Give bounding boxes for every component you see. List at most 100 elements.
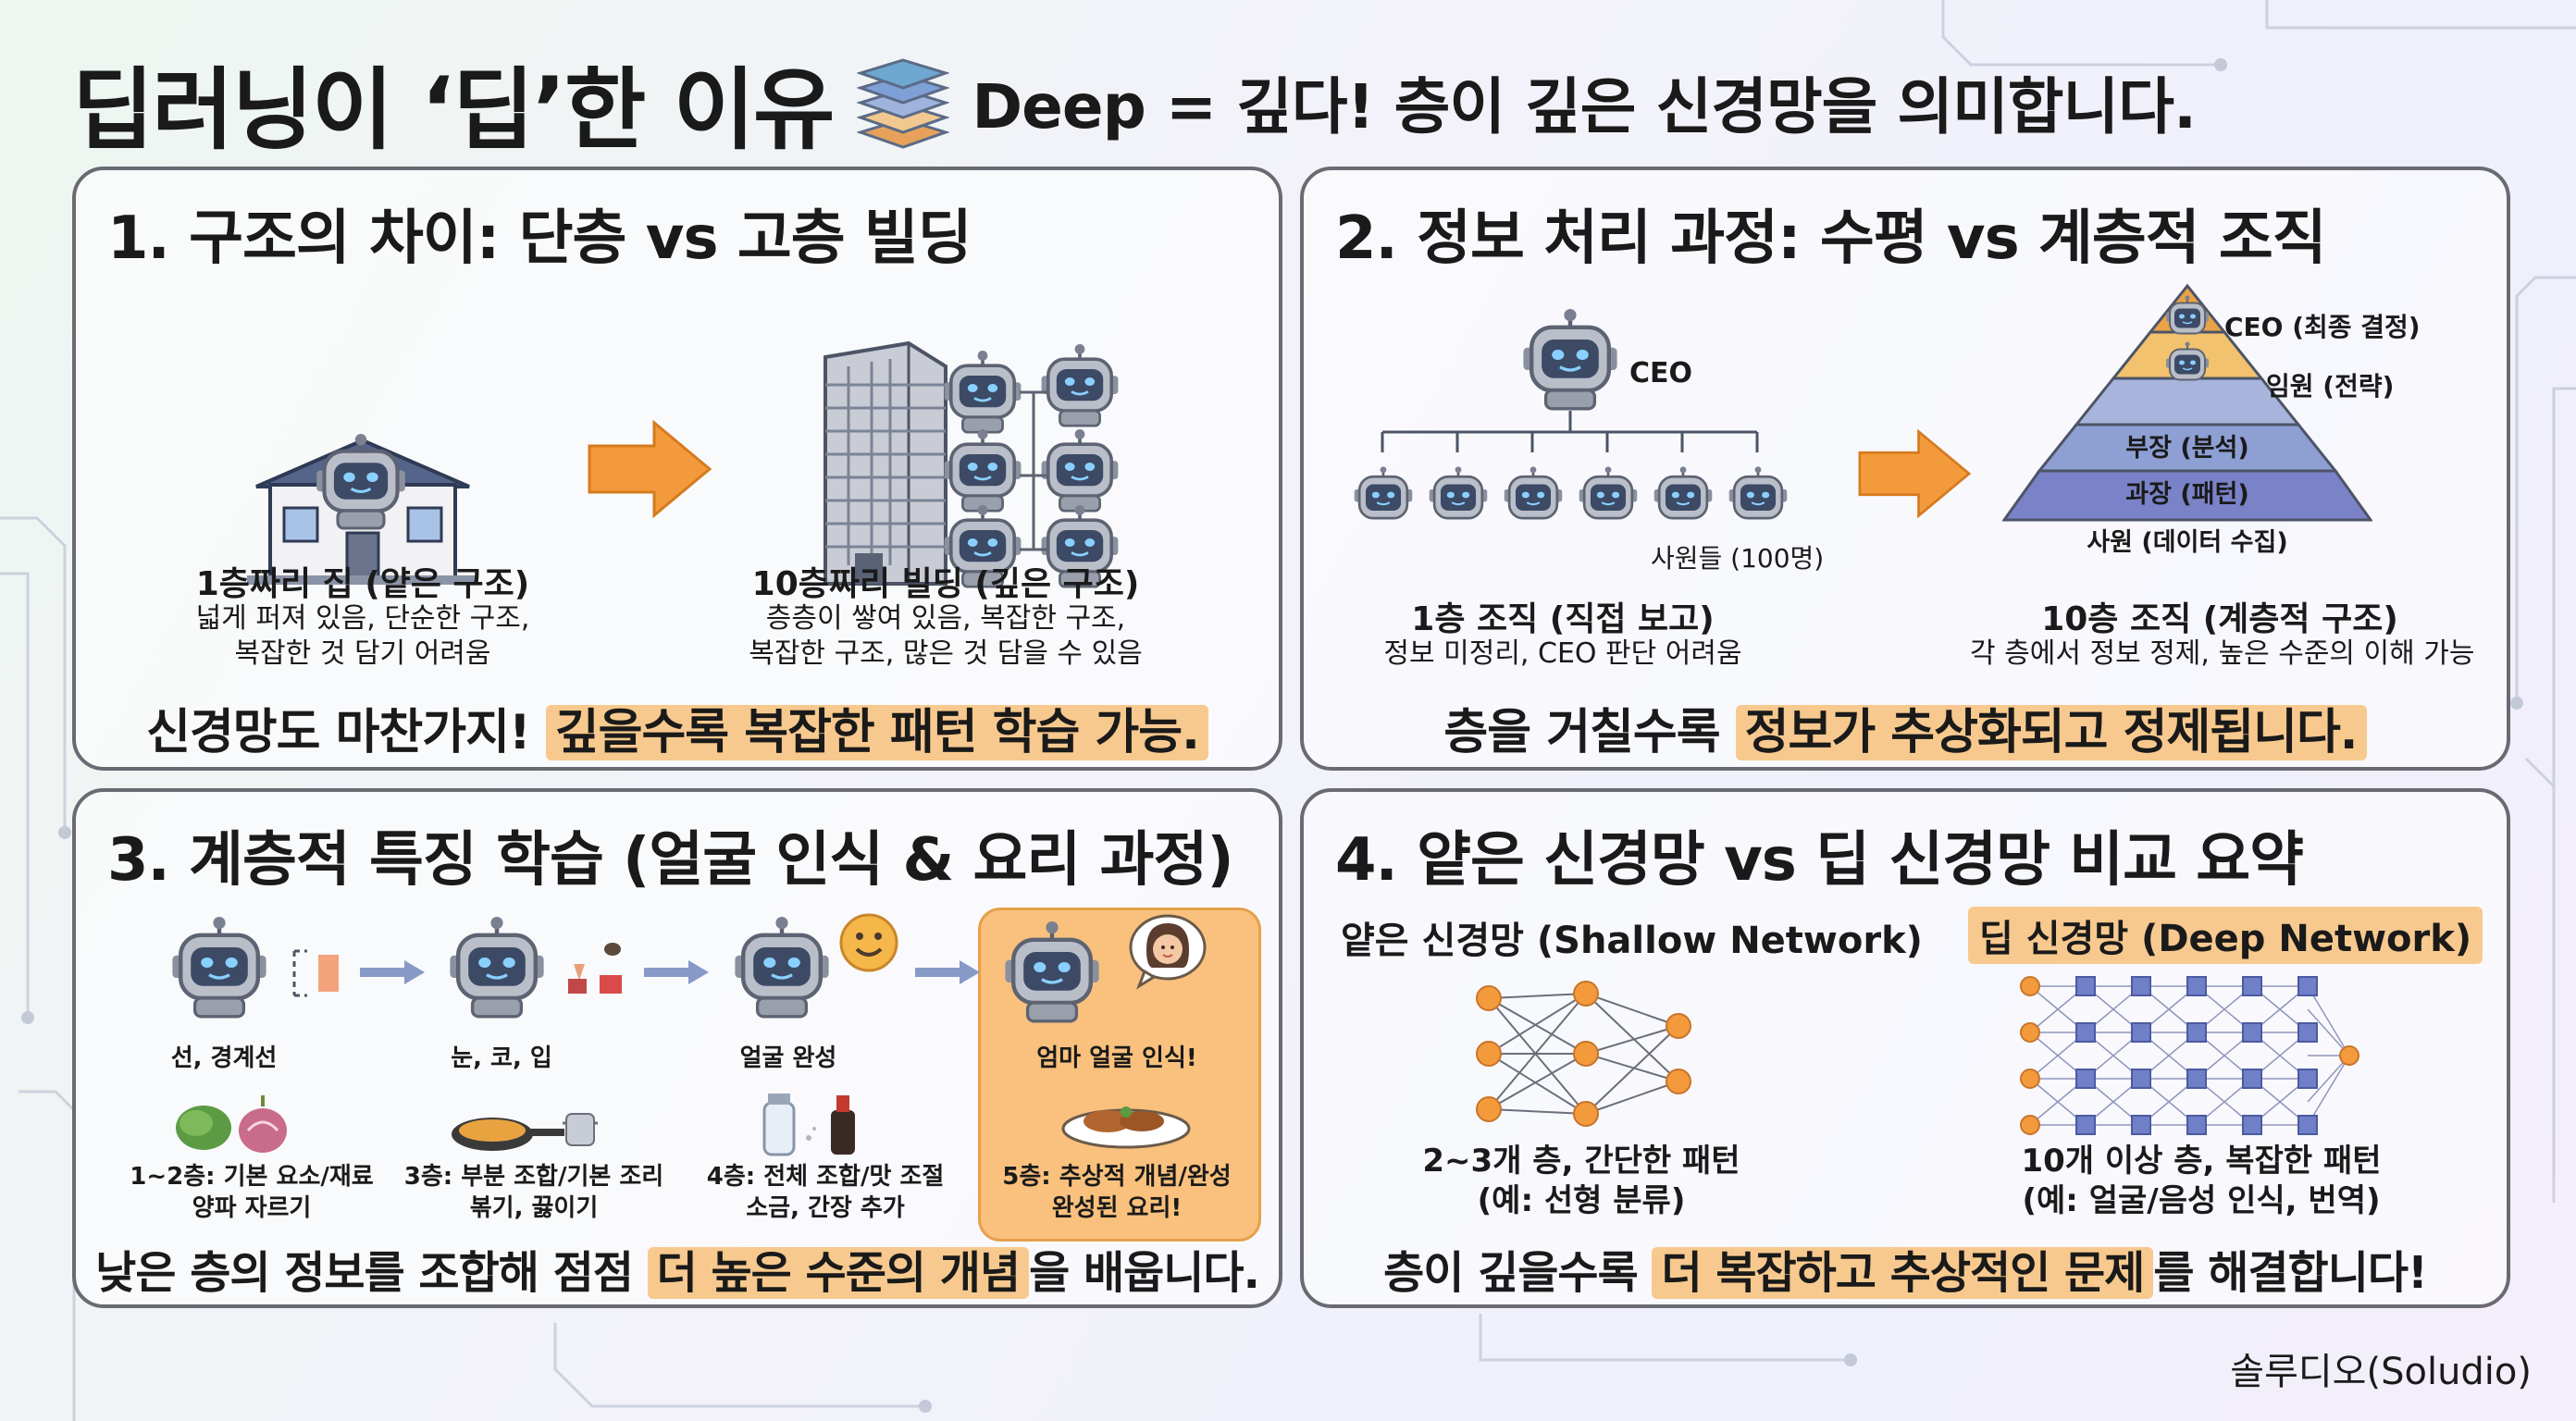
step-desc-line: 볶기, 끓이기 <box>469 1193 599 1222</box>
step-3-description: 4층: 전체 조합/맛 조절 소금, 간장 추가 <box>687 1162 964 1225</box>
robot-icon <box>1727 466 1790 524</box>
robot-icon <box>446 917 548 1019</box>
robot-icon <box>2164 341 2211 384</box>
step-2-description: 3층: 부분 조합/기본 조리 볶기, 끓이기 <box>395 1162 673 1225</box>
step-4-label: 엄마 얼굴 인식! <box>1036 1044 1197 1072</box>
deep-desc-line: (예: 얼굴/음성 인식, 번역) <box>2022 1181 2381 1219</box>
summary-text-end: 를 해결합니다! <box>2153 1247 2428 1299</box>
deep-desc-line: 10개 이상 층, 복잡한 패턴 <box>2021 1143 2382 1180</box>
robot-icon <box>1519 309 1621 411</box>
house-desc-line: 복잡한 것 담기 어려움 <box>234 636 491 670</box>
staff-label: 사원들 (100명) <box>1651 543 1825 574</box>
building-desc-line: 층층이 쌓여 있음, 복잡한 구조, <box>765 602 1126 635</box>
robot-icon <box>941 429 1024 513</box>
step-desc-line: 5층: 추상적 개념/완성 <box>1002 1163 1232 1191</box>
panel-feature-learning: 3. 계층적 특징 학습 (얼굴 인식 & 요리 과정) 선, 경계선 눈, 코… <box>72 788 1282 1308</box>
step-1-description: 1~2층: 기본 요소/재료 양파 자르기 <box>113 1162 390 1225</box>
panel-title: 3. 계층적 특징 학습 (얼굴 인식 & 요리 과정) <box>107 826 1234 895</box>
robot-icon <box>1001 921 1103 1023</box>
pyramid-level-lead: 과장 (패턴) <box>2125 480 2249 509</box>
arrow-right-icon <box>644 960 709 984</box>
vegetable-icon <box>176 1095 287 1153</box>
step-4-description: 5층: 추상적 개념/완성 완성된 요리! <box>978 1162 1256 1225</box>
face-parts-icon <box>568 943 622 994</box>
panel-title: 2. 정보 처리 과정: 수평 vs 계층적 조직 <box>1335 204 2327 273</box>
building-icon <box>824 340 947 586</box>
step-3-label: 얼굴 완성 <box>739 1044 837 1072</box>
shallow-network-header: 얕은 신경망 (Shallow Network) <box>1341 920 1923 962</box>
frying-pan-icon <box>452 1113 598 1151</box>
summary-text: 낮은 층의 정보를 조합해 점점 <box>95 1247 648 1299</box>
summary-text: 층이 깊을수록 <box>1383 1247 1653 1299</box>
connector-lines <box>1020 390 1047 551</box>
robot-icon <box>731 917 833 1019</box>
deep-network-description: 10개 이상 층, 복잡한 패턴 (예: 얼굴/음성 인식, 번역) <box>1942 1142 2460 1220</box>
edge-lines-icon <box>292 949 339 997</box>
step-2-label: 눈, 코, 입 <box>451 1044 552 1072</box>
panel-title: 1. 구조의 차이: 단층 vs 고층 빌딩 <box>107 204 972 273</box>
building-caption: 10층짜리 빌딩 (깊은 구조) <box>751 565 1140 603</box>
building-desc-line: 복잡한 구조, 많은 것 담을 수 있음 <box>749 636 1143 670</box>
pyramid-level-executive: 임원 (전략) <box>2266 371 2395 402</box>
pyramid-level-manager: 부장 (분석) <box>2125 434 2249 463</box>
shallow-desc-line: (예: 선형 분류) <box>1477 1181 1686 1219</box>
seasoning-icon <box>762 1094 855 1156</box>
pyramid-level-ceo: CEO (최종 결정) <box>2224 312 2421 342</box>
deep-network-diagram <box>2020 976 2359 1135</box>
panel-processing: 2. 정보 처리 과정: 수평 vs 계층적 조직 CEO 사원들 (100명)… <box>1300 167 2510 771</box>
house-description: 넓게 퍼져 있음, 단순한 구조, 복잡한 것 담기 어려움 <box>150 601 576 671</box>
pyramid-level-staff: 사원 (데이터 수집) <box>2087 528 2288 557</box>
summary-text: 신경망도 마찬가지! <box>146 705 546 760</box>
robot-icon <box>1038 429 1121 513</box>
house-desc-line: 넓게 퍼져 있음, 단순한 구조, <box>195 602 530 635</box>
robot-icon <box>1502 466 1565 524</box>
shallow-network-description: 2~3개 층, 간단한 패턴 (예: 선형 분류) <box>1350 1142 1813 1220</box>
pyramid-diagram <box>2002 283 2372 522</box>
page-subtitle: Deep = 깊다! 층이 깊은 신경망을 의미합니다. <box>972 71 2197 142</box>
panel-summary: 층을 거칠수록 정보가 추상화되고 정제됩니다. <box>1304 693 2507 762</box>
step-desc-line: 소금, 간장 추가 <box>746 1193 905 1222</box>
header: 딥러닝이 ‘딥’한 이유 Deep = 깊다! 층이 깊은 신경망을 의미합니다… <box>72 37 2197 167</box>
credit-text: 솔루디오(Soludio) <box>2230 1351 2532 1393</box>
house-caption: 1층짜리 집 (얕은 구조) <box>195 565 530 603</box>
robot-icon <box>1352 466 1415 524</box>
flat-org-caption: 1층 조직 (직접 보고) <box>1411 600 1715 638</box>
panel-title: 4. 얕은 신경망 vs 딥 신경망 비교 요약 <box>1335 826 2304 895</box>
building-description: 층층이 쌓여 있음, 복잡한 구조, 복잡한 구조, 많은 것 담을 수 있음 <box>733 601 1158 671</box>
summary-text-end: 을 배웁니다. <box>1029 1247 1260 1299</box>
arrow-right-icon <box>1858 428 1972 519</box>
panel-structure: 1. 구조의 차이: 단층 vs 고층 빌딩 1층짜리 집 (얕은 구조) 넓게… <box>72 167 1282 771</box>
summary-highlight: 정보가 추상화되고 정제됩니다. <box>1735 705 2367 760</box>
robot-icon <box>168 917 270 1019</box>
step-desc-line: 4층: 전체 조합/맛 조절 <box>706 1163 945 1191</box>
step-desc-line: 3층: 부분 조합/기본 조리 <box>403 1163 664 1191</box>
robot-icon <box>1577 466 1640 524</box>
deep-network-header: 딥 신경망 (Deep Network) <box>1968 907 2483 964</box>
hierarchy-caption: 10층 조직 (계층적 구조) <box>2041 600 2398 638</box>
panel-comparison: 4. 얕은 신경망 vs 딥 신경망 비교 요약 얕은 신경망 (Shallow… <box>1300 788 2510 1308</box>
org-lines <box>1381 411 1759 452</box>
robot-icon <box>941 351 1024 434</box>
step-desc-line: 완성된 요리! <box>1051 1193 1183 1222</box>
page-title: 딥러닝이 ‘딥’한 이유 <box>72 57 835 162</box>
hierarchy-description: 각 층에서 정보 정제, 높은 수준의 이해 가능 <box>1970 637 2475 670</box>
summary-highlight: 더 복잡하고 추상적인 문제 <box>1652 1247 2154 1299</box>
robot-icon <box>313 434 409 530</box>
summary-highlight: 더 높은 수준의 개념 <box>647 1247 1030 1299</box>
robot-icon <box>1427 466 1490 524</box>
panel-summary: 신경망도 마찬가지! 깊을수록 복잡한 패턴 학습 가능. <box>76 693 1279 762</box>
step-desc-line: 1~2층: 기본 요소/재료 <box>130 1163 374 1191</box>
finished-dish-icon <box>1061 1106 1191 1149</box>
step-1-label: 선, 경계선 <box>170 1044 278 1072</box>
ceo-label: CEO <box>1629 357 1693 389</box>
smiley-icon <box>839 913 898 972</box>
flat-org-description: 정보 미정리, CEO 판단 어려움 <box>1383 637 1742 670</box>
shallow-network-diagram <box>1476 981 1691 1127</box>
layers-icon <box>857 58 950 149</box>
shallow-desc-line: 2~3개 층, 간단한 패턴 <box>1422 1143 1740 1180</box>
robot-icon <box>1652 466 1715 524</box>
arrow-right-icon <box>360 960 425 984</box>
